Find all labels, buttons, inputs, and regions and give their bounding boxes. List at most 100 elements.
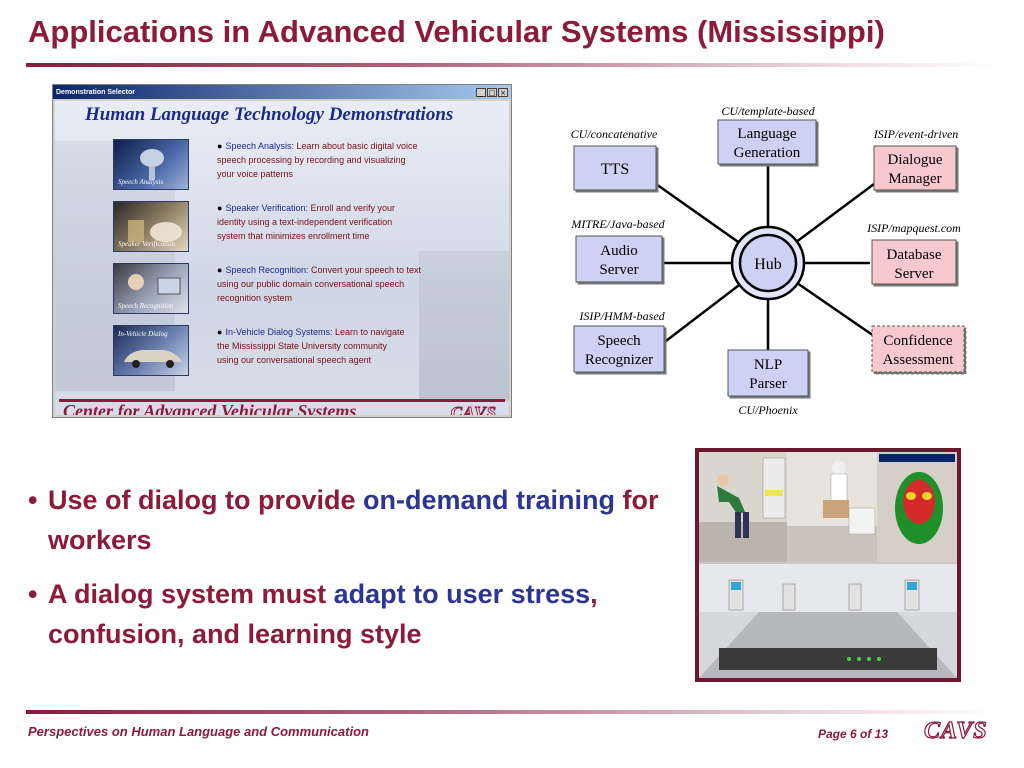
thumbnail-label: Speech Recognition (118, 302, 174, 310)
demo-item-description: ●Speech Recognition: Convert your speech… (217, 263, 457, 305)
slide-title: Applications in Advanced Vehicular Syste… (28, 14, 885, 49)
node-caption: CU/concatenative (571, 127, 658, 141)
bullet-icon: ● (217, 141, 223, 151)
node-label: Confidence (883, 333, 952, 349)
demo-item-description: ●Speech Analysis: Learn about basic digi… (217, 139, 457, 181)
demo-item-line: Enroll and verify your (307, 203, 396, 213)
node-nlp-parser: NLP Parser CU/Phoenix (727, 349, 809, 417)
node-label: TTS (601, 161, 629, 178)
node-caption: ISIP/mapquest.com (866, 221, 961, 235)
title-divider (26, 63, 996, 67)
demo-window-body: Human Language Technology Demonstrations… (55, 101, 509, 415)
node-label: Database (887, 247, 942, 263)
demo-item-line: Learn about basic digital voice (293, 141, 418, 151)
demo-item-speech-recognition: Speech Recognition ●Speech Recognition: … (113, 263, 493, 318)
demo-item-line: your voice patterns (217, 169, 294, 179)
close-icon: × (498, 87, 508, 97)
demo-item-line: identity using a text-independent verifi… (217, 217, 393, 227)
node-label: Dialogue (888, 152, 943, 168)
node-confidence-assessment: Confidence Assessment (871, 325, 965, 373)
demo-window-title: Demonstration Selector (56, 88, 135, 96)
demo-item-in-vehicle-dialog: In-Vehicle Dialog ●In-Vehicle Dialog Sys… (113, 325, 493, 380)
demo-item-line: recognition system (217, 293, 293, 303)
speech-recognition-thumbnail: Speech Recognition (113, 263, 189, 314)
hub-label: Hub (754, 256, 782, 273)
bullet-icon: • (28, 579, 38, 609)
demo-item-speech-analysis: Speech Analysis ●Speech Analysis: Learn … (113, 139, 493, 194)
demo-item-line: using our public domain conversational s… (217, 279, 405, 289)
node-caption: MITRE/Java-based (570, 217, 665, 231)
bullet-icon: • (28, 485, 38, 515)
demo-header: Human Language Technology Demonstrations (85, 104, 454, 125)
building-background (419, 251, 509, 401)
demo-item-title: In-Vehicle Dialog Systems: (225, 327, 333, 337)
demo-item-line: Convert your speech to text (308, 265, 422, 275)
thumbnail-label: Speaker Verification (118, 240, 175, 248)
demo-item-line: using our conversational speech agent (217, 355, 372, 365)
node-audio-server: MITRE/Java-based Audio Server (570, 217, 666, 283)
node-caption: CU/template-based (721, 104, 815, 118)
demo-item-title: Speech Recognition: (225, 265, 309, 275)
demo-selector-screenshot: Demonstration Selector _ □ × Human Langu… (52, 84, 512, 418)
car-icon (124, 350, 182, 368)
bullet-highlight: adapt to user stress (333, 579, 591, 609)
node-label: Audio (600, 243, 638, 259)
node-label: Speech (597, 333, 641, 349)
simulation-illustration (699, 452, 957, 678)
speech-analysis-thumbnail: Speech Analysis (113, 139, 189, 190)
node-label: Parser (749, 376, 787, 392)
bullet-text: Use of dialog to provide (48, 485, 364, 515)
hub-node: Hub (730, 225, 806, 301)
node-label: Recognizer (585, 352, 653, 368)
cavs-logo: CAVS (450, 403, 497, 416)
bullet-text: for workers (48, 485, 659, 555)
bullet-icon: ● (217, 203, 223, 213)
node-language-generation: CU/template-based Language Generation (717, 104, 817, 165)
node-speech-recognizer: ISIP/HMM-based Speech Recognizer (573, 309, 666, 373)
node-label: Generation (734, 145, 801, 161)
demo-item-line: system that minimizes enrollment time (217, 231, 370, 241)
bullet-highlight: on-demand training (363, 485, 616, 515)
in-vehicle-dialog-thumbnail: In-Vehicle Dialog (113, 325, 189, 376)
node-dialogue-manager: ISIP/event-driven Dialogue Manager (873, 127, 959, 191)
demo-window-titlebar: Demonstration Selector _ □ × (53, 85, 511, 99)
node-database-server: ISIP/mapquest.com Database Server (866, 221, 961, 285)
demo-item-line: the Mississippi State University communi… (217, 341, 388, 351)
demo-item-speaker-verification: Speaker Verification ●Speaker Verificati… (113, 201, 493, 256)
bullet-item: • A dialog system must adapt to user str… (28, 574, 668, 654)
demo-footer-divider (59, 399, 505, 402)
maximize-icon: □ (487, 87, 497, 97)
node-label: Manager (888, 171, 941, 187)
demo-item-title: Speech Analysis: (225, 141, 294, 151)
bullet-text: , confusion, and learning style (48, 579, 598, 649)
node-label: Server (599, 262, 638, 278)
bullet-list: • Use of dialog to provide on-demand tra… (28, 480, 668, 668)
node-label: Server (894, 266, 933, 282)
node-tts: CU/concatenative TTS (571, 127, 658, 191)
simulation-collage (699, 452, 957, 678)
node-label: NLP (754, 357, 782, 373)
demo-footer: Center for Advanced Vehicular Systems (63, 401, 357, 415)
person-at-computer-icon (128, 274, 181, 295)
demo-item-line: speech processing by recording and visua… (217, 155, 406, 165)
bullet-icon: ● (217, 327, 223, 337)
node-label: Assessment (883, 352, 955, 368)
hub-architecture-diagram: Hub CU/template-based Language Generatio… (570, 104, 965, 417)
demo-item-description: ●In-Vehicle Dialog Systems: Learn to nav… (217, 325, 457, 367)
node-caption: CU/Phoenix (738, 403, 798, 417)
training-simulation-images (695, 448, 961, 682)
minimize-icon: _ (476, 87, 486, 97)
page-number: Page 6 of 13 (818, 727, 889, 741)
cavs-logo: CAVS (923, 717, 988, 744)
bullet-item: • Use of dialog to provide on-demand tra… (28, 480, 668, 560)
demo-item-title: Speaker Verification: (225, 203, 308, 213)
node-label: Language (737, 126, 796, 142)
demo-item-description: ●Speaker Verification: Enroll and verify… (217, 201, 457, 243)
node-caption: ISIP/event-driven (873, 127, 959, 141)
thumbnail-label: In-Vehicle Dialog (118, 330, 168, 338)
demo-item-line: Learn to navigate (332, 327, 405, 337)
microphone-icon (140, 149, 164, 180)
footer-title: Perspectives on Human Language and Commu… (28, 724, 369, 739)
bullet-icon: ● (217, 265, 223, 275)
bullet-text: A dialog system must (48, 579, 334, 609)
